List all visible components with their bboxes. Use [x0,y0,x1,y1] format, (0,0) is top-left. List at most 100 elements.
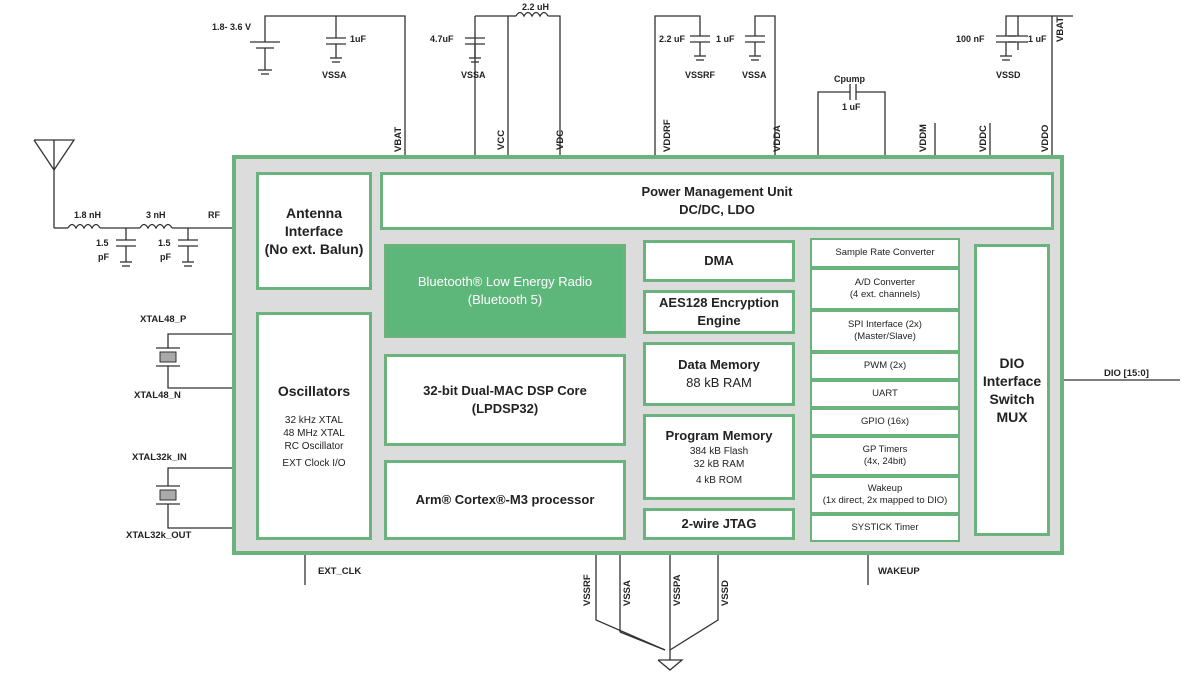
ble-radio-title: Bluetooth® Low Energy Radio [417,274,593,289]
peripheral-gpio: GPIO (16x) [810,408,960,436]
pin-vssrf: VSSRF [582,574,593,606]
inductor-label: 1.8 nH [74,210,102,220]
pin-vddo: VDDO [1040,124,1051,152]
dio-mux-line: MUX [996,409,1028,425]
arm-cortex-title: Arm® Cortex®-M3 processor [415,492,595,507]
pin-dio: DIO [15:0] [1104,368,1149,379]
program-memory-item: 32 kB RAM [693,459,745,470]
oscillators-block: Oscillators 32 kHz XTAL 48 MHz XTAL RC O… [256,312,372,540]
pmu-subtitle: DC/DC, LDO [679,202,755,217]
supply-voltage-label: 1.8- 3.6 V [212,22,252,32]
peripheral-adc: A/D Converter(4 ext. channels) [810,268,960,310]
peripheral-label: SYSTICK Timer [851,522,919,533]
oscillator-item: RC Oscillator [284,441,344,452]
pin-xtal32k-in: XTAL32k_IN [132,452,187,463]
peripheral-detail: (Master/Slave) [854,331,916,342]
pin-vsspa: VSSPA [672,574,683,606]
antenna-interface-line2: Interface [284,223,344,239]
ground-label: VSSRF [685,70,716,80]
jtag-block: 2-wire JTAG [643,508,795,540]
program-memory-item: 4 kB ROM [695,475,743,486]
peripheral-systick: SYSTICK Timer [810,514,960,542]
pin-xtal48-n: XTAL48_N [134,390,181,401]
ble-radio-subtitle: (Bluetooth 5) [467,292,543,307]
pin-vddrf: VDDRF [662,119,673,152]
ground-label: VSSA [742,70,767,80]
data-memory-size: 88 kB RAM [686,375,752,390]
pin-vdda: VDDA [772,125,783,152]
arm-cortex-block: Arm® Cortex®-M3 processor [384,460,626,540]
pmu-title: Power Management Unit [641,184,793,199]
cap-label: 1 uF [716,34,735,44]
cap-label: 1uF [350,34,367,44]
peripheral-detail: (4x, 24bit) [863,456,907,467]
dma-title: DMA [704,253,734,268]
ground-label: VSSA [461,70,486,80]
oscillators-title: Oscillators [277,383,351,399]
pin-vssd: VSSD [720,580,731,606]
dio-mux-line: DIO [999,355,1025,371]
cpump-label: Cpump [834,74,865,84]
program-memory-block: Program Memory 384 kB Flash 32 kB RAM 4 … [643,414,795,500]
peripheral-wakeup: Wakeup(1x direct, 2x mapped to DIO) [810,476,960,514]
pin-wakeup: WAKEUP [878,566,920,577]
program-memory-title: Program Memory [665,428,773,443]
dio-mux-line: Switch [989,391,1035,407]
pin-vddc: VDDC [978,125,989,152]
cap-unit-label: pF [160,252,171,262]
peripheral-label: A/D Converter [854,277,916,288]
dsp-block: 32-bit Dual-MAC DSP Core (LPDSP32) [384,354,626,446]
pin-vcc: VCC [496,129,507,150]
program-memory-item: 384 kB Flash [689,446,749,457]
cap-label: 1 uF [842,102,861,112]
peripheral-label: PWM (2x) [863,360,907,371]
pin-xtal48-p: XTAL48_P [140,314,187,325]
antenna-interface-title: Antenna [286,205,342,221]
pin-vddm: VDDM [918,124,929,152]
cap-label: 100 nF [956,34,985,44]
peripheral-gp-timers: GP Timers(4x, 24bit) [810,436,960,476]
peripheral-label: Sample Rate Converter [835,247,935,258]
ble-radio-block: Bluetooth® Low Energy Radio (Bluetooth 5… [384,244,626,338]
pin-vdc: VDC [555,129,566,150]
data-memory-title: Data Memory [678,357,760,372]
oscillator-item: 48 MHz XTAL [283,428,345,439]
pin-vbat-right: VBAT [1055,16,1066,42]
rf-label: RF [208,210,220,220]
dio-mux-line: Interface [982,373,1042,389]
cap-label: 2.2 uF [659,34,686,44]
pin-xtal32k-out: XTAL32k_OUT [126,530,192,541]
oscillator-item: EXT Clock I/O [282,458,346,469]
peripheral-detail: (4 ext. channels) [849,289,921,300]
peripheral-sample-rate: Sample Rate Converter [810,238,960,268]
peripheral-label: GPIO (16x) [860,416,910,427]
pin-vbat: VBAT [393,126,404,152]
peripheral-spi: SPI Interface (2x)(Master/Slave) [810,310,960,352]
jtag-title: 2-wire JTAG [681,516,757,531]
inductor-label: 3 nH [146,210,166,220]
cap-unit-label: pF [98,252,109,262]
antenna-interface-line3: (No ext. Balun) [264,241,364,257]
peripheral-pwm: PWM (2x) [810,352,960,380]
aes-subtitle: Engine [697,313,741,328]
peripheral-label: GP Timers [862,444,908,455]
dio-mux-block: DIO Interface Switch MUX [974,244,1050,536]
aes-title: AES128 Encryption [659,295,779,310]
peripheral-label: UART [872,388,898,399]
cap-label: 1 uF [1028,34,1047,44]
inductor-label: 2.2 uH [522,2,550,12]
aes-block: AES128 Encryption Engine [643,290,795,334]
data-memory-block: Data Memory 88 kB RAM [643,342,795,406]
peripheral-uart: UART [810,380,960,408]
dsp-subtitle: (LPDSP32) [471,401,539,416]
antenna-interface-block: Antenna Interface (No ext. Balun) [256,172,372,290]
ground-label: VSSA [322,70,347,80]
peripheral-detail: (1x direct, 2x mapped to DIO) [822,495,948,506]
cap-label: 1.5 [158,238,171,248]
pin-ext-clk: EXT_CLK [318,566,362,577]
cap-label: 1.5 [96,238,109,248]
dsp-title: 32-bit Dual-MAC DSP Core [423,383,587,398]
dma-block: DMA [643,240,795,282]
